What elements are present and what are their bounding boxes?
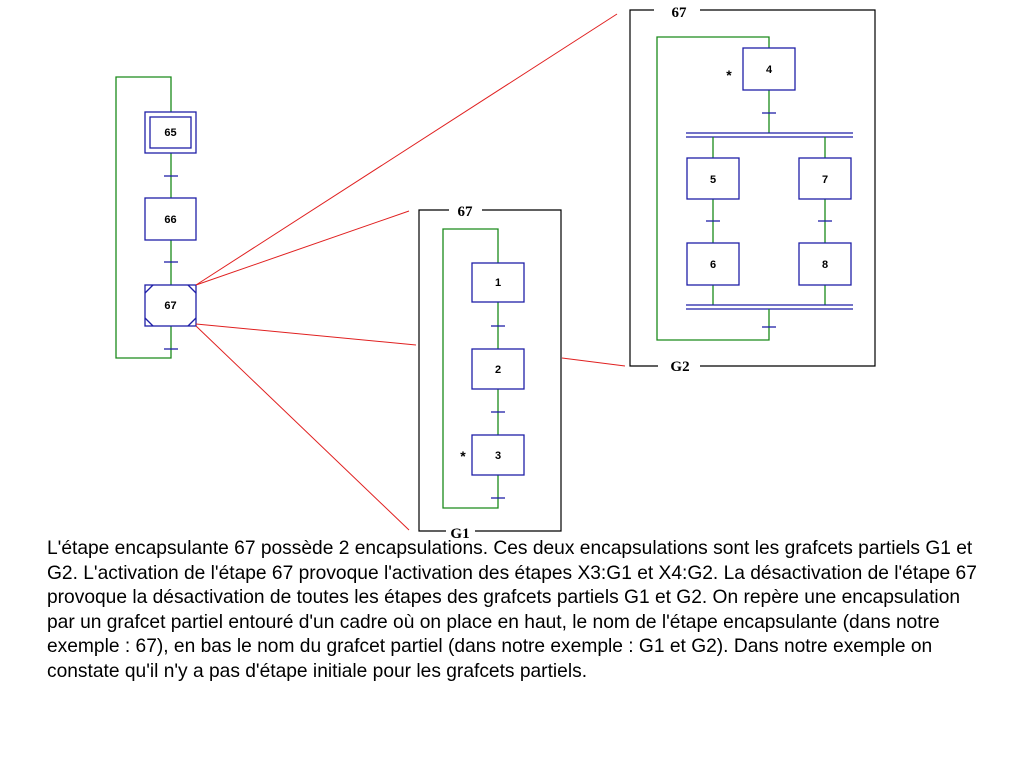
frame-g2 [629, 9, 876, 367]
frame-g1-border-right [475, 209, 562, 532]
g1-step-3-marker: * [460, 448, 466, 464]
frame-g1-border [418, 209, 449, 532]
frame-g2-top-label: 67 [672, 5, 688, 21]
g2-step-8-box [798, 242, 852, 286]
frame-g1-top-label: 67 [458, 204, 474, 220]
main-grafcet [115, 76, 197, 359]
step-67-label: 67 [164, 300, 176, 312]
frame-g2-bottom-label: G2 [670, 359, 689, 375]
main-loop-link [115, 76, 172, 359]
step-67-box [144, 284, 197, 327]
g1-step-1-box [471, 262, 525, 303]
g2-step-6-box [686, 242, 740, 286]
frame-g1-bottom-label: G1 [450, 526, 469, 542]
g2-step-4-box [742, 47, 796, 91]
step-65-inner-box [149, 116, 192, 149]
g2-step-4-label: 4 [766, 64, 773, 76]
g2-step-6-label: 6 [710, 259, 716, 271]
frame-g1 [418, 209, 562, 532]
step-66-box [144, 197, 197, 241]
frame-g2-border [629, 9, 658, 367]
g2-loop-link [656, 36, 770, 341]
connector-g1-g2-bottom [561, 357, 626, 367]
g1-step-3-box [471, 434, 525, 476]
g2-step-7-box [798, 157, 852, 200]
connector-67-g2-top [195, 13, 618, 286]
g1-loop-link [442, 228, 499, 509]
step-67-corner-marks [144, 284, 197, 327]
g2-step-8-label: 8 [822, 259, 828, 271]
g2-step-4-marker: * [726, 67, 732, 83]
g1-step-2-box [471, 348, 525, 390]
connector-67-g1-top [195, 210, 410, 286]
step-65-label: 65 [164, 127, 176, 139]
g1-step-3-label: 3 [495, 450, 501, 462]
g1-step-2-label: 2 [495, 364, 501, 376]
g2-step-5-box [686, 157, 740, 200]
connector-lines [195, 13, 626, 531]
connector-67-g1-bottom [195, 325, 410, 531]
g2-step-7-label: 7 [822, 174, 828, 186]
caption-paragraph: L'étape encapsulante 67 possède 2 encaps… [47, 538, 977, 682]
connector-67-g1-mid [195, 323, 417, 346]
frame-g2-border-right [700, 9, 876, 367]
g1-step-1-label: 1 [495, 277, 501, 289]
step-66-label: 66 [164, 214, 176, 226]
g2-step-5-label: 5 [710, 174, 716, 186]
